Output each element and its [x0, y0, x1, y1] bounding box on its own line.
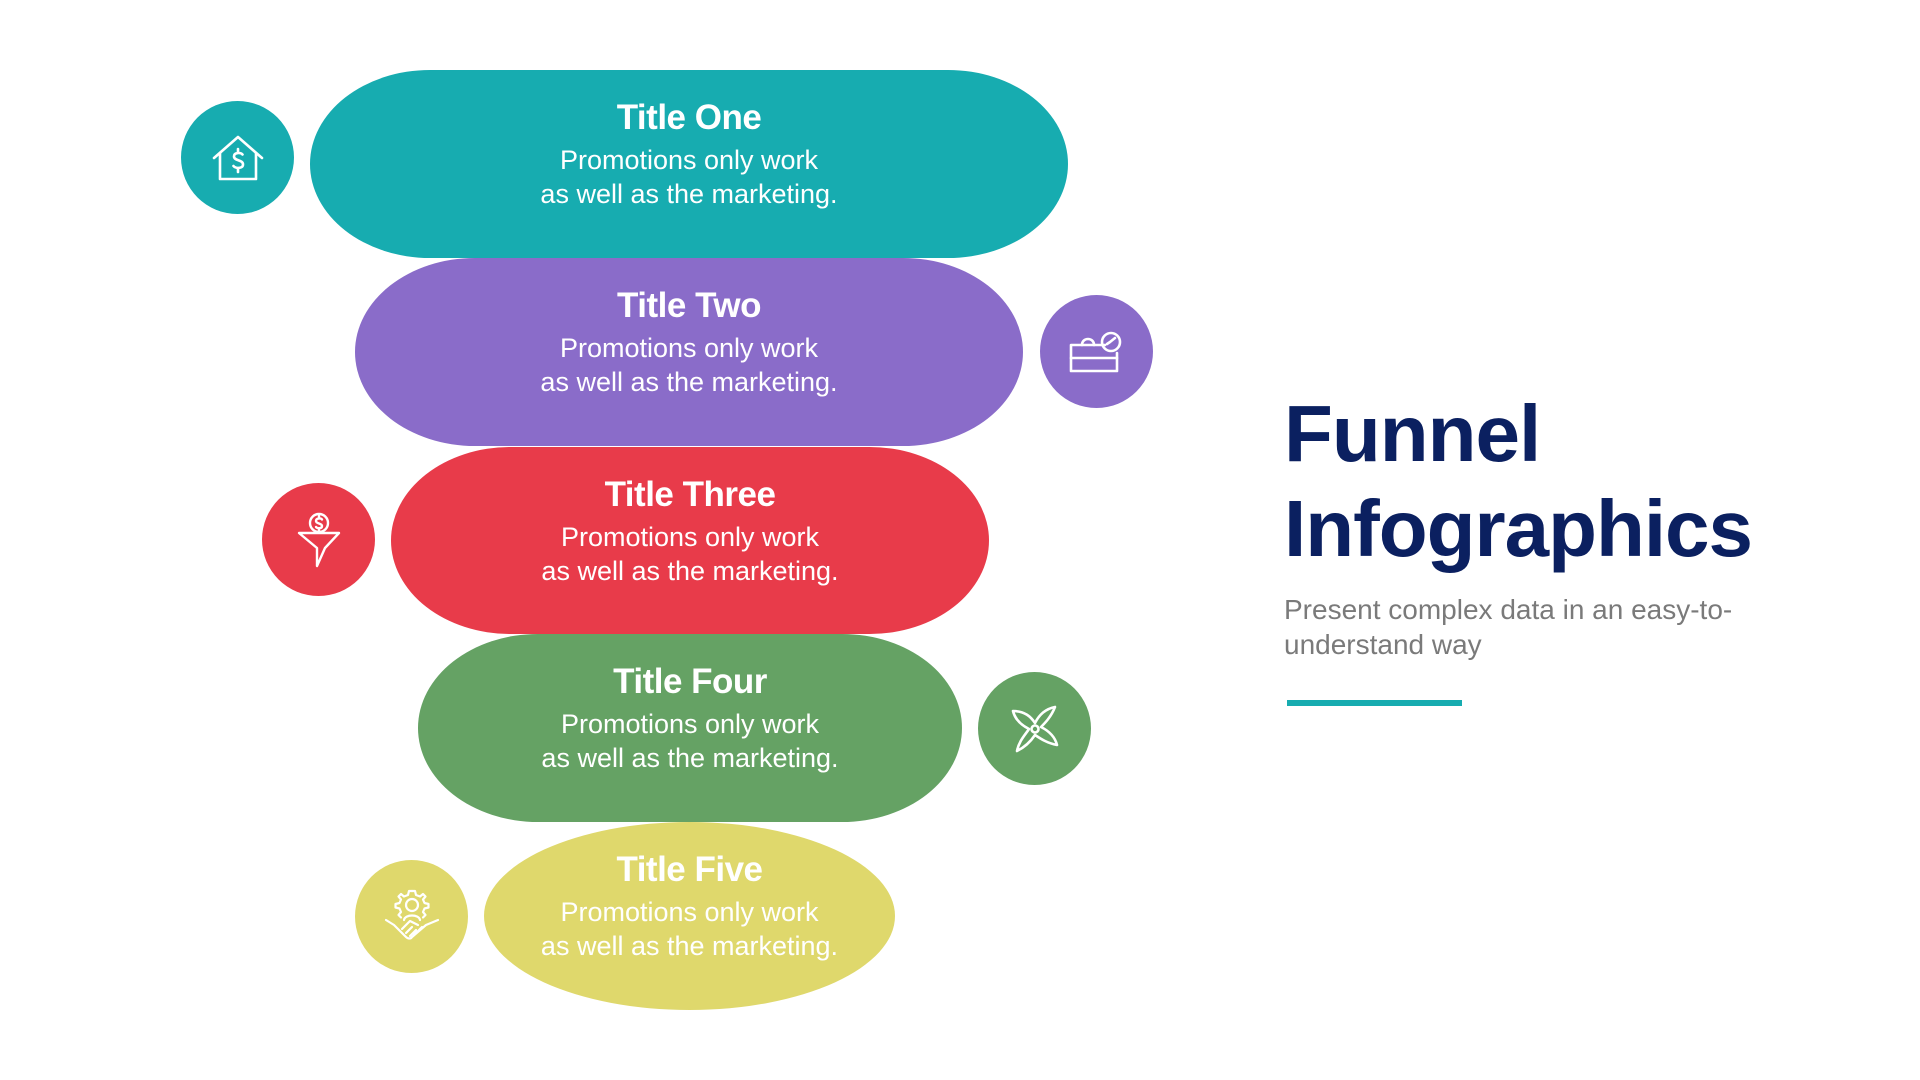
funnel-stage-3: Title Three Promotions only work as well… — [391, 447, 989, 634]
accent-divider — [1287, 700, 1462, 706]
stage-5-icon-badge — [355, 860, 468, 973]
funnel-stage-4: Title Four Promotions only work as well … — [418, 634, 962, 822]
briefcase-clock-icon — [1069, 331, 1121, 372]
stage-description: Promotions only work as well as the mark… — [541, 895, 838, 963]
stage-description-line: as well as the marketing. — [541, 743, 839, 773]
shuriken-star-icon — [1011, 705, 1058, 752]
funnel-stage-5: Title Five Promotions only work as well … — [484, 822, 895, 1010]
stage-description: Promotions only work as well as the mark… — [541, 707, 838, 775]
stage-2-icon-badge — [1040, 295, 1153, 408]
stage-description: Promotions only work as well as the mark… — [541, 520, 838, 588]
house-dollar-icon — [212, 135, 263, 180]
page-title-line-1: Funnel — [1284, 389, 1541, 478]
stage-description-line: as well as the marketing. — [540, 179, 838, 209]
stage-title: Title Two — [617, 286, 761, 325]
page-title-line-2: Infographics — [1284, 484, 1753, 573]
stage-1-icon-badge — [181, 101, 294, 214]
funnel-stage-2: Title Two Promotions only work as well a… — [355, 258, 1023, 446]
stage-description-line: as well as the marketing. — [540, 367, 838, 397]
stage-title: Title One — [616, 98, 762, 137]
stage-3-icon-badge — [262, 483, 375, 596]
stage-description-line: Promotions only work — [559, 145, 819, 175]
handshake-gear-icon — [384, 889, 439, 940]
stage-description-line: Promotions only work — [560, 522, 820, 552]
funnel-dollar-icon — [297, 512, 340, 567]
stage-description-line: Promotions only work — [560, 897, 819, 927]
stage-title: Title Five — [616, 850, 763, 889]
stage-title: Title Three — [604, 475, 776, 514]
stage-description: Promotions only work as well as the mark… — [540, 143, 837, 211]
stage-description: Promotions only work as well as the mark… — [540, 331, 837, 399]
stage-description-line: Promotions only work — [559, 333, 819, 363]
stage-description-line: as well as the marketing. — [541, 556, 839, 586]
stage-4-icon-badge — [978, 672, 1091, 785]
page-title: Funnel Infographics — [1284, 386, 1844, 576]
stage-title: Title Four — [613, 662, 767, 701]
page-subtitle: Present complex data in an easy-to-under… — [1284, 594, 1733, 660]
stage-description-line: Promotions only work — [560, 709, 820, 739]
slide-heading-panel: Funnel Infographics Present complex data… — [1284, 386, 1844, 662]
stage-description-line: as well as the marketing. — [540, 931, 839, 961]
funnel-stage-1: Title One Promotions only work as well a… — [310, 70, 1068, 258]
